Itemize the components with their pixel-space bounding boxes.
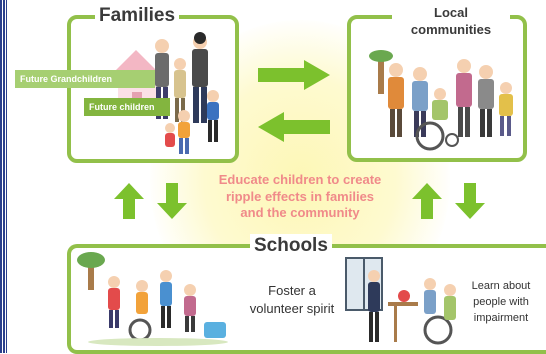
volunteer-text: Foster a volunteer spirit bbox=[232, 282, 352, 318]
left-border-stripe bbox=[0, 0, 7, 353]
impairment-text-line2: people with bbox=[473, 296, 529, 308]
impairment-text: Learn about people with impairment bbox=[458, 278, 544, 326]
volunteer-text-line2: volunteer spirit bbox=[249, 301, 335, 316]
future-children-tag: Future children bbox=[84, 98, 170, 116]
impairment-text-line1: Learn about bbox=[471, 280, 531, 292]
impairment-illustration bbox=[345, 257, 456, 345]
local-communities-title-line1: Local bbox=[434, 5, 468, 20]
arrow-left-icon bbox=[258, 112, 330, 142]
arrow-up-icon bbox=[412, 183, 442, 219]
family-illustration bbox=[112, 32, 219, 154]
center-message-line3: and the community bbox=[240, 205, 360, 220]
local-communities-title-line2: communities bbox=[410, 22, 492, 37]
impairment-text-line3: impairment bbox=[473, 312, 529, 324]
volunteer-illustration bbox=[77, 252, 228, 346]
arrow-down-icon bbox=[157, 183, 187, 219]
future-grandchildren-tag: Future Grandchildren bbox=[15, 70, 155, 88]
schools-title: Schools bbox=[250, 234, 332, 258]
community-illustration bbox=[369, 50, 513, 151]
center-message-line2: ripple effects in families bbox=[225, 188, 375, 204]
arrow-right-icon bbox=[258, 60, 330, 90]
volunteer-text-line1: Foster a bbox=[268, 283, 316, 298]
arrow-down-icon bbox=[455, 183, 485, 219]
families-title: Families bbox=[95, 4, 180, 28]
center-message-line1: Educate children to create bbox=[218, 172, 382, 187]
local-communities-title: Local communities bbox=[392, 4, 510, 38]
arrow-up-icon bbox=[114, 183, 144, 219]
center-message: Educate children to create ripple effect… bbox=[190, 172, 410, 222]
